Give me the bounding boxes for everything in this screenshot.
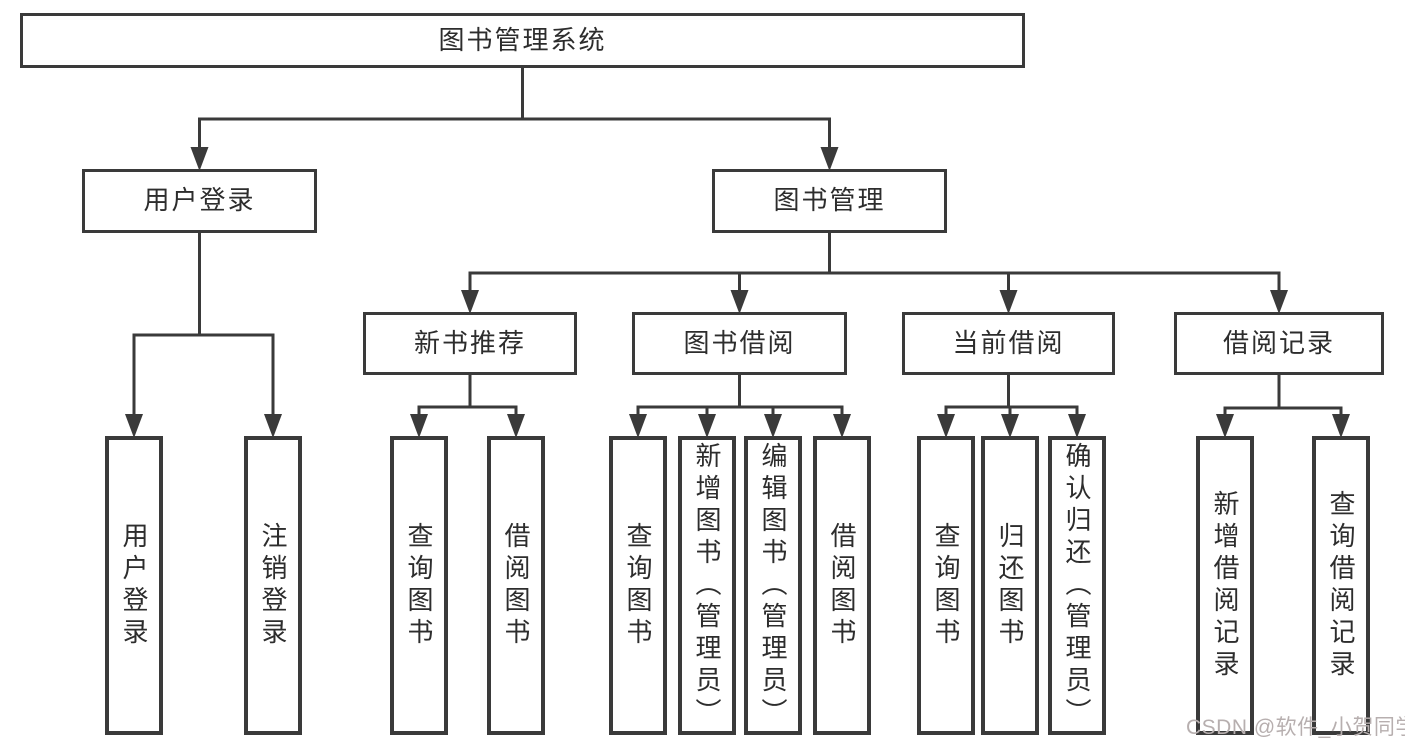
arrowhead-down-icon [698, 414, 716, 438]
arrowhead-down-icon [1332, 414, 1350, 438]
node-leaf-confirm-return: 确认归还（管理员） [1048, 436, 1106, 735]
node-label: 借阅图书 [501, 521, 531, 650]
arrowhead-down-icon [190, 147, 209, 171]
arrowhead-down-icon [999, 290, 1018, 314]
node-label: 查询图书 [404, 521, 434, 650]
node-current-borrow: 当前借阅 [902, 312, 1115, 375]
node-leaf-query-books-2: 查询图书 [609, 436, 667, 735]
node-label: 注销登录 [258, 521, 288, 650]
node-leaf-add-book: 新增图书（管理员） [678, 436, 736, 735]
node-label: 新书推荐 [413, 327, 526, 358]
node-leaf-add-record: 新增借阅记录 [1196, 436, 1254, 735]
node-label: 编辑图书（管理员） [758, 441, 788, 730]
arrowhead-down-icon [1270, 290, 1288, 314]
node-label: 归还图书 [995, 521, 1025, 650]
arrowhead-down-icon [937, 414, 955, 438]
arrowhead-down-icon [461, 290, 479, 314]
arrowhead-down-icon [410, 414, 428, 438]
arrowhead-down-icon [629, 414, 647, 438]
arrowhead-down-icon [1001, 414, 1019, 438]
node-label: 借阅图书 [827, 521, 857, 650]
node-label: 查询图书 [931, 521, 961, 650]
node-label: 用户登录 [143, 185, 256, 216]
node-label: 查询图书 [623, 521, 653, 650]
arrowhead-down-icon [1216, 414, 1234, 438]
node-leaf-edit-book: 编辑图书（管理员） [744, 436, 802, 735]
node-leaf-borrow-books-1: 借阅图书 [487, 436, 545, 735]
arrowhead-down-icon [764, 414, 782, 438]
node-leaf-query-books-1: 查询图书 [390, 436, 448, 735]
node-label: 新增借阅记录 [1210, 489, 1240, 682]
node-new-books: 新书推荐 [363, 312, 577, 375]
node-leaf-user-login: 用户登录 [105, 436, 163, 735]
node-user-login: 用户登录 [82, 169, 317, 233]
node-book-mgmt: 图书管理 [712, 169, 947, 233]
node-label: 借阅记录 [1222, 327, 1335, 358]
arrowhead-down-icon [730, 290, 749, 314]
node-book-borrow: 图书借阅 [632, 312, 847, 375]
watermark: CSDN @软件_小贺同学 [1186, 716, 1405, 739]
arrowhead-down-icon [820, 147, 839, 171]
node-leaf-return-book: 归还图书 [981, 436, 1039, 735]
node-label: 图书管理 [773, 185, 886, 216]
node-root: 图书管理系统 [20, 13, 1025, 68]
node-label: 当前借阅 [952, 327, 1065, 358]
node-label: 新增图书（管理员） [692, 441, 722, 730]
node-leaf-query-record: 查询借阅记录 [1312, 436, 1370, 735]
node-label: 确认归还（管理员） [1062, 441, 1092, 730]
node-label: 图书管理系统 [438, 24, 607, 55]
arrowhead-down-icon [507, 414, 525, 438]
arrowhead-down-icon [1068, 414, 1086, 438]
node-leaf-borrow-books-2: 借阅图书 [813, 436, 871, 735]
arrowhead-down-icon [833, 414, 851, 438]
node-label: 图书借阅 [683, 327, 796, 358]
arrowhead-down-icon [125, 414, 143, 438]
node-label: 用户登录 [119, 521, 149, 650]
node-leaf-query-books-3: 查询图书 [917, 436, 975, 735]
node-label: 查询借阅记录 [1326, 489, 1356, 682]
node-borrow-records: 借阅记录 [1174, 312, 1384, 375]
node-leaf-logout: 注销登录 [244, 436, 302, 735]
arrowhead-down-icon [264, 414, 282, 438]
